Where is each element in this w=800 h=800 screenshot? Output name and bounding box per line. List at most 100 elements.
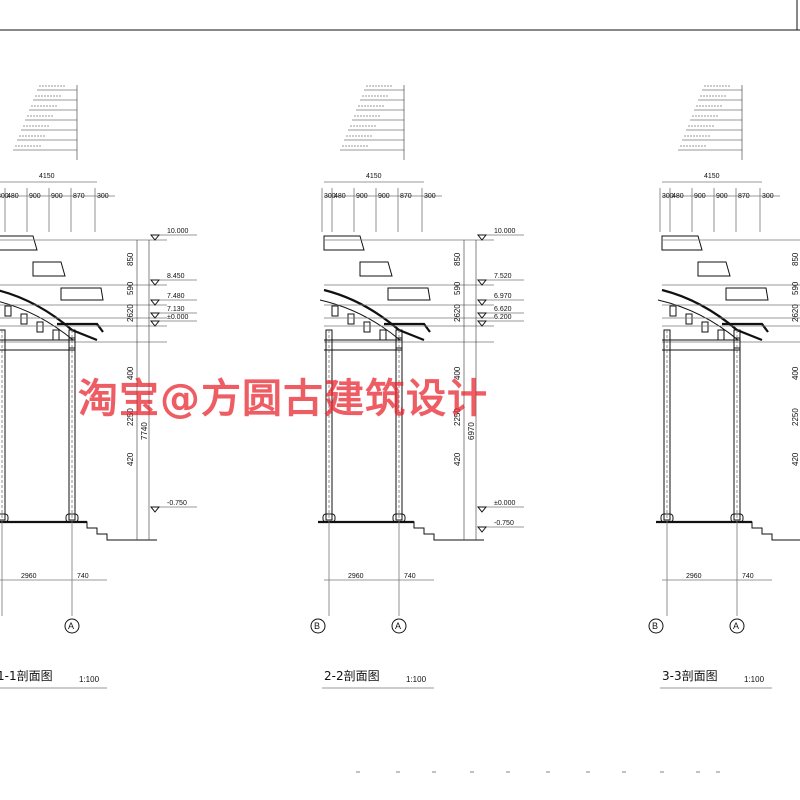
grid-label-b: B: [652, 621, 658, 631]
elevation-value: 10.000: [167, 228, 189, 235]
bracket: [701, 321, 709, 333]
dim-sub-label: 900: [378, 193, 390, 200]
vdim-label: 850: [791, 252, 800, 266]
steps: [404, 521, 446, 541]
elevation-value: ±0.000: [167, 314, 188, 321]
roof-tier-3: [387, 287, 431, 301]
dim-sub-label: 300: [324, 193, 336, 200]
eave-beam: [722, 322, 769, 333]
elevation-triangle: [149, 299, 161, 306]
roof-profile: [319, 235, 431, 349]
section-scale: 1:100: [406, 675, 427, 684]
section-title: 1-1剖面图: [0, 669, 53, 683]
steps: [77, 521, 119, 541]
watermark-text: 淘宝@方圆古建筑设计: [78, 376, 488, 422]
roof-tier-2: [359, 261, 393, 277]
dim-sub-label: 300: [97, 193, 109, 200]
elevation-triangle: [476, 234, 488, 241]
elevation-value: -0.750: [167, 500, 187, 507]
bdim-label: 740: [742, 573, 754, 580]
roof-profile: [0, 235, 104, 349]
bracket: [331, 305, 339, 317]
vdim-label: 400: [126, 366, 135, 380]
elevation-triangle: [149, 312, 161, 319]
dim-sub-label: 870: [400, 193, 412, 200]
dim-sub-label: 480: [7, 193, 19, 200]
floor-steps: [656, 520, 800, 541]
eave-beam: [384, 322, 431, 333]
roof-tier-1: [661, 235, 703, 251]
notes-table: [678, 85, 743, 160]
vdim-label: 420: [453, 452, 462, 466]
vdim-label: 590: [453, 281, 462, 295]
columns: [322, 329, 406, 523]
roof-curve: [323, 288, 425, 342]
dim-sub-label: 300: [762, 193, 774, 200]
dim-sub-label: 480: [672, 193, 684, 200]
notes-table: [340, 85, 405, 160]
dim-sub-label: 870: [73, 193, 85, 200]
roof-curve: [0, 289, 98, 342]
bdim-label: 740: [77, 573, 89, 580]
grid-bubble-a: [64, 618, 80, 634]
vdim-label: 2250: [126, 408, 135, 426]
elevation-value: 10.000: [494, 228, 516, 235]
elevation-triangle: [476, 299, 488, 306]
vdim-label: 2250: [791, 408, 800, 426]
roof-inner-curve: [657, 299, 739, 341]
vdim-label: 2620: [791, 304, 800, 322]
grid-bubble-b: [310, 618, 326, 634]
roof-tier-1: [323, 235, 365, 251]
bdim-label: 2960: [21, 573, 37, 580]
roof-tier-3: [60, 287, 104, 301]
elevation-triangle: [149, 234, 161, 241]
dim-sub-label: 870: [738, 193, 750, 200]
roof-inner-curve: [319, 299, 401, 341]
floor-steps: [0, 520, 157, 541]
dim-sub-label: 900: [356, 193, 368, 200]
vdim-label: 590: [791, 281, 800, 295]
roof-profile: [657, 235, 769, 349]
vdim-label: 2250: [453, 408, 462, 426]
roof-curve: [661, 288, 763, 342]
section-scale: 1:100: [79, 675, 100, 684]
grid-label-a: A: [733, 621, 739, 631]
roof-tier-2: [32, 261, 66, 277]
dim-top-total: 4150: [366, 173, 382, 180]
elevation-triangle: [476, 279, 488, 286]
elevation-triangle: [476, 526, 488, 533]
notes-table: [13, 85, 78, 160]
elevation-value: 6.620: [494, 306, 512, 313]
dim-top-total: 4150: [704, 173, 720, 180]
elevation-triangle: [149, 279, 161, 286]
bracket: [4, 305, 12, 317]
dim-top-total: 4150: [39, 173, 55, 180]
column-base: [0, 513, 9, 523]
roof-tier-3: [725, 287, 769, 301]
section-title-group: 1-1剖面图 1:100: [0, 669, 107, 689]
roof-tier-1: [0, 235, 38, 251]
grid-label-a: A: [68, 621, 74, 631]
elevation-triangle: [476, 312, 488, 319]
vdim-label: 400: [453, 366, 462, 380]
grid-label-a: A: [395, 621, 401, 631]
vdim-label: 400: [791, 366, 800, 380]
vdim-height: 6970: [467, 422, 476, 440]
elevation-value: -0.750: [494, 520, 514, 527]
bracket: [52, 329, 60, 341]
eave-beam: [57, 322, 104, 333]
bracket: [717, 329, 725, 341]
dim-sub-label: 300: [424, 193, 436, 200]
dim-sub-label: 480: [334, 193, 346, 200]
dim-sub-label: 300: [662, 193, 674, 200]
section-1-1: 4150300480900900870300850590262040022504…: [0, 85, 197, 689]
dim-sub-label: 900: [29, 193, 41, 200]
